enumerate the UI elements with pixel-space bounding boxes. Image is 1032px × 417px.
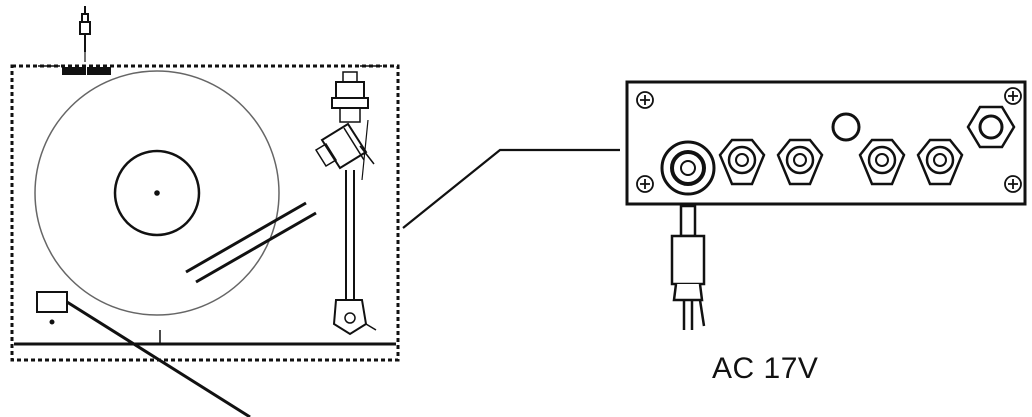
hinge-right — [87, 67, 111, 75]
tonearm — [314, 71, 377, 336]
rca-jack-2 — [776, 138, 824, 186]
power-plug-icon — [670, 204, 706, 330]
leader-line — [402, 148, 620, 229]
plinth-frame — [10, 64, 400, 362]
screw-icon — [636, 87, 1022, 193]
hex-nut — [966, 105, 1016, 149]
ground-knob — [831, 112, 861, 142]
platter — [34, 70, 280, 316]
rca-jack-3 — [858, 138, 906, 186]
turntable — [10, 6, 400, 362]
power-jack — [660, 140, 716, 196]
switch-cable — [66, 300, 251, 417]
rca-jack-1 — [718, 138, 766, 186]
rear-panel — [625, 80, 1027, 206]
hinge-left — [62, 67, 86, 75]
rca-jack-4 — [916, 138, 964, 186]
power-switch — [36, 291, 68, 313]
record-label — [113, 149, 201, 237]
voltage-caption: AC 17V — [712, 352, 819, 385]
panel-frame — [625, 80, 1027, 206]
top-plug-icon — [79, 6, 91, 62]
spindle — [154, 190, 160, 196]
